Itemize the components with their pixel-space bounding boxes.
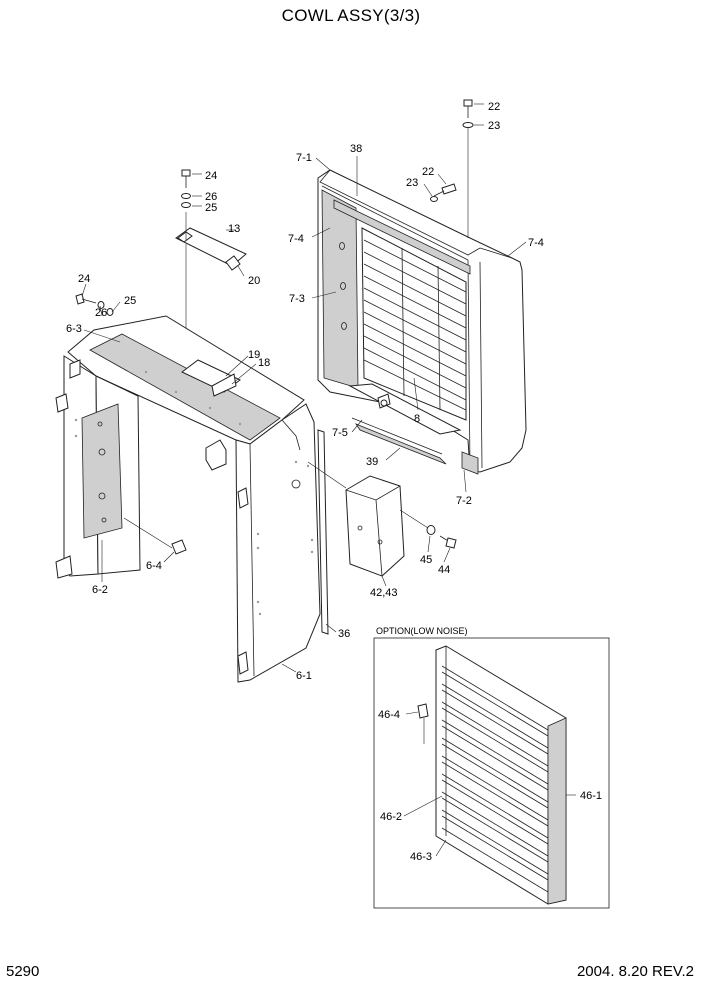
option-box-title: OPTION(LOW NOISE) <box>376 626 468 636</box>
bolt-44-45 <box>426 525 457 549</box>
callout-26: 26 <box>95 307 107 319</box>
callout-46-1: 46-1 <box>580 790 602 802</box>
callout-46-3: 46-3 <box>410 851 432 863</box>
bolt-22-top <box>462 99 474 238</box>
callout-7-3: 7-3 <box>289 293 305 305</box>
callout-44: 44 <box>438 564 450 576</box>
callout-6-1: 6-1 <box>296 670 312 682</box>
callout-36: 36 <box>338 628 350 640</box>
cover-plate-13 <box>175 212 247 360</box>
callout-19: 19 <box>248 349 260 361</box>
callout-20: 20 <box>248 275 260 287</box>
callout-45: 45 <box>420 554 432 566</box>
callout-7-4: 7-4 <box>528 237 544 249</box>
callout-22: 22 <box>422 166 434 178</box>
callout-7-4: 7-4 <box>288 233 304 245</box>
cowl-body <box>55 315 321 683</box>
callout-6-2: 6-2 <box>92 584 108 596</box>
page-number: 5290 <box>6 963 40 980</box>
callout-7-2: 7-2 <box>456 495 472 507</box>
page-title: COWL ASSY(3/3) <box>281 6 421 25</box>
bolt-22-side <box>430 183 457 202</box>
callout-26: 26 <box>205 191 217 203</box>
box-42-43 <box>307 461 429 577</box>
callout-6-3: 6-3 <box>66 323 82 335</box>
callout-25: 25 <box>205 202 217 214</box>
callout-39: 39 <box>366 456 378 468</box>
callout-22: 22 <box>488 101 500 113</box>
leader-lines <box>81 103 576 857</box>
callout-24: 24 <box>78 273 90 285</box>
callout-23: 23 <box>406 177 418 189</box>
callout-23: 23 <box>488 120 500 132</box>
callout-46-2: 46-2 <box>380 811 402 823</box>
callout-7-1: 7-1 <box>296 152 312 164</box>
revision-date: 2004. 8.20 REV.2 <box>576 963 694 980</box>
radiator-cover-assembly <box>317 169 527 475</box>
callout-8: 8 <box>414 413 420 425</box>
callout-25: 25 <box>124 295 136 307</box>
seal-strip-36 <box>317 429 329 635</box>
callout-24: 24 <box>205 170 217 182</box>
callout-42-43: 42,43 <box>370 587 398 599</box>
callout-38: 38 <box>350 143 362 155</box>
callout-18: 18 <box>258 357 270 369</box>
callout-13: 13 <box>228 223 240 235</box>
bolt-24-left <box>75 293 114 316</box>
callout-7-5: 7-5 <box>332 427 348 439</box>
bolt-24-top <box>181 169 191 208</box>
callout-6-4: 6-4 <box>146 560 162 572</box>
callout-46-4: 46-4 <box>378 709 400 721</box>
option-box <box>373 637 610 909</box>
